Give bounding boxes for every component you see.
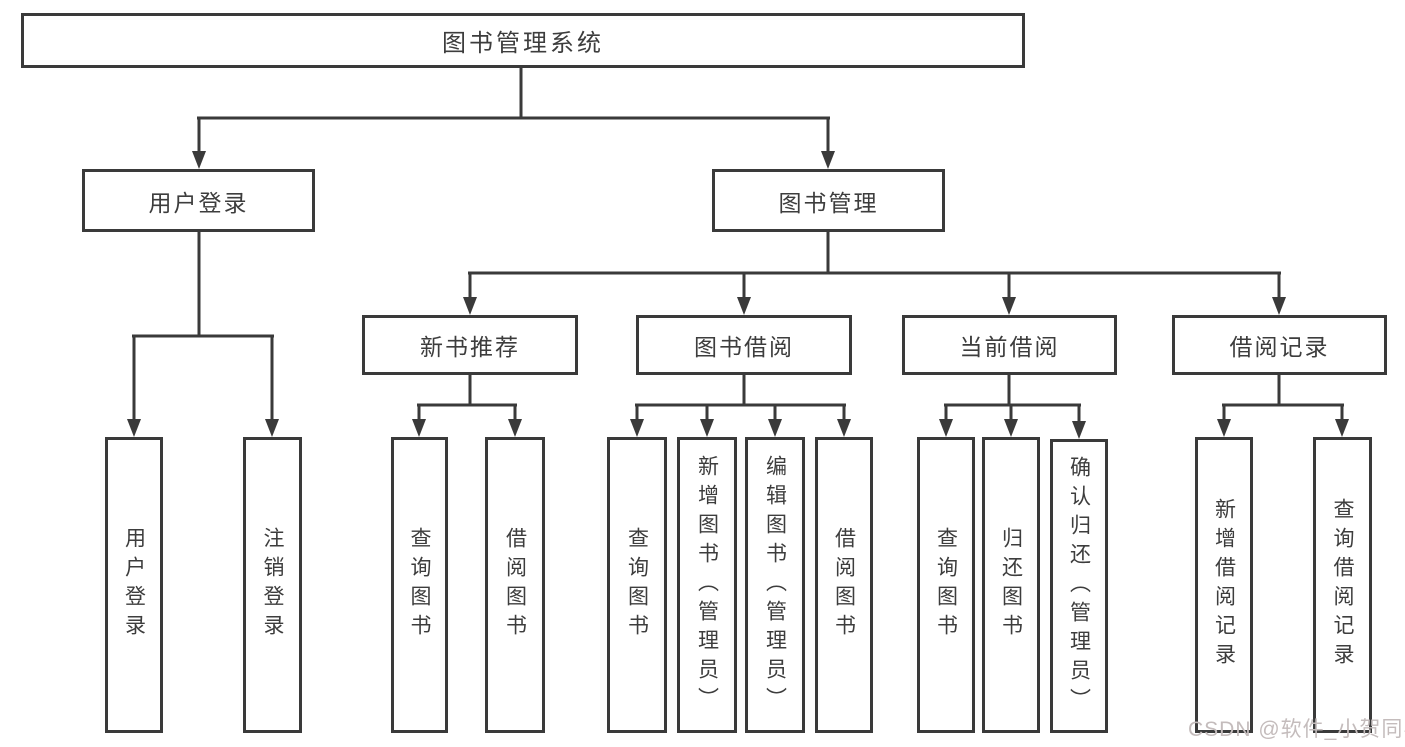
arrowhead-icon <box>768 419 782 437</box>
node-label: 图书管理系统 <box>442 30 604 57</box>
csdn-watermark: CSDN @软件_小贺同学 <box>1188 718 1405 741</box>
leaf-label: 编辑图书（管理员） <box>763 454 787 716</box>
arrowhead-icon <box>265 419 279 437</box>
connector-user-login-children <box>127 232 279 437</box>
arrowhead-icon <box>737 297 751 315</box>
leaf-label: 归还图书 <box>999 527 1023 643</box>
arrowhead-icon <box>1335 419 1349 437</box>
leaf-label: 注销登录 <box>261 527 284 643</box>
leaf-label: 查询借阅记录 <box>1331 498 1354 672</box>
leaf-recommend-borrow-books: 借阅图书 <box>485 437 545 733</box>
leaf-current-confirm-return-admin: 确认归还（管理员） <box>1050 439 1108 733</box>
leaf-label: 查询图书 <box>934 527 958 643</box>
node-new-book-recommend: 新书推荐 <box>362 315 578 375</box>
node-label: 借阅记录 <box>1229 334 1330 360</box>
leaf-borrowing-add-books-admin: 新增图书（管理员） <box>677 437 737 733</box>
arrowhead-icon <box>127 419 141 437</box>
node-label: 新书推荐 <box>420 334 520 360</box>
node-borrow-records: 借阅记录 <box>1172 315 1387 375</box>
arrowhead-icon <box>630 419 644 437</box>
node-user-login: 用户登录 <box>82 169 315 232</box>
arrowhead-icon <box>412 419 426 437</box>
leaf-logout: 注销登录 <box>243 437 302 733</box>
arrowhead-icon <box>837 419 851 437</box>
leaf-label: 新增图书（管理员） <box>695 454 719 716</box>
connector-book-management-children <box>463 232 1286 315</box>
leaf-borrowing-borrow-books: 借阅图书 <box>815 437 873 733</box>
leaf-borrowing-query-books: 查询图书 <box>607 437 667 733</box>
leaf-user-login: 用户登录 <box>105 437 163 733</box>
arrowhead-icon <box>508 419 522 437</box>
node-label: 当前借阅 <box>959 334 1060 360</box>
connector-borrowing-children <box>630 375 851 437</box>
leaf-label: 借阅图书 <box>832 527 856 643</box>
leaf-label: 新增借阅记录 <box>1212 498 1236 672</box>
node-book-borrowing: 图书借阅 <box>636 315 852 375</box>
node-label: 图书借阅 <box>694 334 794 360</box>
node-library-system: 图书管理系统 <box>21 13 1025 68</box>
leaf-label: 确认归还（管理员） <box>1067 455 1091 717</box>
arrowhead-icon <box>1217 419 1231 437</box>
node-label: 图书管理 <box>778 189 879 216</box>
leaf-records-add-record: 新增借阅记录 <box>1195 437 1253 733</box>
arrowhead-icon <box>192 151 206 169</box>
arrowhead-icon <box>1002 297 1016 315</box>
connector-current-children <box>939 375 1086 439</box>
arrowhead-icon <box>1272 297 1286 315</box>
node-book-management: 图书管理 <box>712 169 945 232</box>
arrowhead-icon <box>939 419 953 437</box>
node-label: 用户登录 <box>148 189 249 216</box>
node-current-borrowing: 当前借阅 <box>902 315 1117 375</box>
leaf-label: 借阅图书 <box>503 527 527 643</box>
arrowhead-icon <box>1072 421 1086 439</box>
arrowhead-icon <box>1004 419 1018 437</box>
connector-records-children <box>1217 375 1349 437</box>
connector-root-to-level2 <box>192 68 835 169</box>
leaf-label: 查询图书 <box>625 527 649 643</box>
leaf-records-query-record: 查询借阅记录 <box>1313 437 1372 733</box>
leaf-borrowing-edit-books-admin: 编辑图书（管理员） <box>745 437 805 733</box>
arrowhead-icon <box>463 297 477 315</box>
arrowhead-icon <box>700 419 714 437</box>
arrowhead-icon <box>821 151 835 169</box>
leaf-label: 查询图书 <box>408 527 431 643</box>
leaf-current-query-books: 查询图书 <box>917 437 975 733</box>
leaf-label: 用户登录 <box>122 527 146 643</box>
leaf-current-return-books: 归还图书 <box>982 437 1040 733</box>
connector-recommend-children <box>412 375 522 437</box>
leaf-recommend-query-books: 查询图书 <box>391 437 448 733</box>
